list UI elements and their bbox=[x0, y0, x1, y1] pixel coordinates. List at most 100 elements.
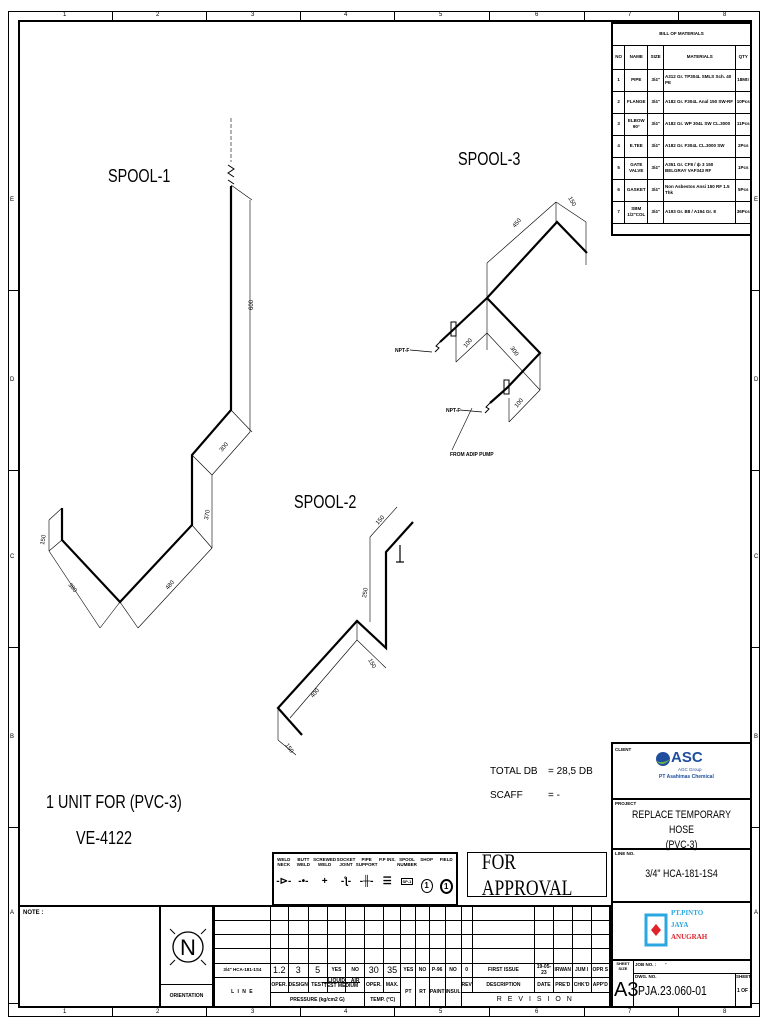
bom-title: BILL OF MATERIALS bbox=[611, 22, 752, 46]
total-db-value: = 28,5 DB bbox=[548, 766, 593, 777]
line-value-cell: 5 bbox=[307, 962, 328, 978]
row-marker: E bbox=[10, 197, 15, 203]
column-marker: 6 bbox=[535, 1009, 539, 1015]
bom-cell: ELBOW 90° bbox=[624, 112, 649, 136]
bom-cell: A182 Gr. WP 304L SW CL.3000 bbox=[663, 112, 737, 136]
bom-cell: A312 Gr. TP304L SMLS Sch. 40 PE bbox=[663, 68, 737, 92]
scaff-value: = - bbox=[548, 790, 560, 801]
dwg-no-value: PJA.23.060-01 bbox=[638, 983, 707, 998]
bom-cell: 18Mtr bbox=[735, 68, 752, 92]
line-no-section: LINE NO. 3/4" HCA-181-1S4 bbox=[613, 848, 750, 903]
bom-cell: A351 Gr. CF8 / ф 3 150 BELGRAY VAF343 RF bbox=[663, 156, 737, 180]
revision-cell: JUM I bbox=[571, 962, 592, 978]
spool-2-dim: 150 bbox=[366, 658, 377, 670]
spool-1-dim: 300 bbox=[219, 441, 230, 453]
line-value-cell: 35 bbox=[382, 962, 402, 978]
spool-3-dim: 450 bbox=[512, 217, 523, 229]
line-label-cell: INSUL bbox=[444, 976, 462, 1008]
bom-cell: A182 Gr. F304L CL.3000 SW bbox=[663, 134, 737, 158]
job-no-label: JOB NO. : bbox=[635, 962, 657, 967]
line-label-cell: PAINT bbox=[428, 976, 446, 1008]
weld-symbol-icon: -╫- bbox=[359, 876, 374, 887]
bom-cell: 3/4" bbox=[647, 68, 665, 92]
revision-header: PRE'D bbox=[552, 976, 573, 994]
spool-1-dim: 480 bbox=[165, 579, 176, 591]
orientation-label: ORIENTATION bbox=[161, 984, 212, 1006]
bom-cell: PIPE bbox=[624, 68, 649, 92]
job-no-value: - bbox=[665, 961, 667, 967]
asc-logo-icon bbox=[656, 752, 670, 766]
line-label-cell: MAX. bbox=[382, 976, 402, 994]
pressure-label: PRESSURE (kg/cm2 G) bbox=[269, 992, 365, 1008]
row-marker: D bbox=[10, 377, 15, 383]
spool-3-label: SPOOL-3 bbox=[458, 149, 521, 169]
bom-cell: 3/4" bbox=[647, 156, 665, 180]
project-label: PROJECT bbox=[615, 801, 637, 806]
line-label-cell: DESIGN bbox=[287, 976, 309, 994]
bom-header: MATERIALS bbox=[663, 44, 737, 70]
line-value-cell: YES bbox=[400, 962, 417, 978]
contractor-name-3: ANUGRAH bbox=[671, 933, 708, 941]
row-marker: D bbox=[754, 377, 759, 383]
spool-1-pipe bbox=[60, 186, 233, 604]
revision-header: REV bbox=[460, 976, 473, 994]
client-logo-text: ASC bbox=[671, 749, 703, 766]
from-pump-note: FROM ADIP PUMP bbox=[450, 452, 494, 458]
pinto-logo-icon bbox=[644, 913, 668, 947]
spool-2-dim: 150 bbox=[375, 514, 387, 526]
bom-cell: 5 bbox=[611, 156, 626, 180]
note-label: NOTE : bbox=[23, 910, 44, 916]
total-db-label: TOTAL DB bbox=[490, 766, 538, 777]
spool-1-dim: 150 bbox=[40, 534, 48, 546]
symbol-label: SCREWED WELD bbox=[313, 857, 337, 867]
spool-2-dim: 400 bbox=[310, 687, 321, 699]
symbol-item: SCREWED WELD+ bbox=[313, 854, 336, 904]
project-section: PROJECT REPLACE TEMPORARY HOSE(PVC-3) bbox=[613, 798, 750, 851]
row-marker: A bbox=[754, 910, 759, 916]
bom-cell: FLANGE bbox=[624, 90, 649, 114]
project-title: REPLACE TEMPORARY HOSE bbox=[632, 809, 731, 836]
north-label: N bbox=[180, 935, 196, 960]
bom-cell: A182 Gr. F304L Anal 150 SW-RF bbox=[663, 90, 737, 114]
revision-header: APP'D bbox=[590, 976, 611, 994]
spool-1-dimensions bbox=[48, 184, 253, 629]
column-marker: 3 bbox=[251, 1009, 255, 1015]
bom-header: NO bbox=[611, 44, 626, 70]
spool-2-dimensions bbox=[277, 506, 398, 756]
column-marker: 8 bbox=[723, 1009, 727, 1015]
bom-cell: Non Asbestos Ansi 150 RF 1.5 Thk bbox=[663, 178, 737, 202]
bom-cell: 5Pcs bbox=[735, 178, 752, 202]
spool-3-branch bbox=[486, 297, 542, 404]
npt-label: NPT-F bbox=[446, 408, 460, 414]
symbol-label: SOCKET JOINT bbox=[336, 857, 356, 867]
sheet-label: SHEET bbox=[736, 974, 752, 979]
revision-cell: FIRST ISSUE bbox=[471, 962, 536, 978]
line-value-cell: NO bbox=[345, 962, 365, 978]
row-marker: C bbox=[754, 554, 759, 560]
bom-cell: 3 bbox=[611, 112, 626, 136]
bom-cell: 36Pcs bbox=[735, 200, 752, 224]
column-marker: 5 bbox=[439, 12, 443, 18]
bom-header: QTY bbox=[735, 44, 752, 70]
bom-header: SIZE bbox=[647, 44, 665, 70]
equipment-tag: VE-4122 bbox=[76, 828, 133, 848]
symbol-label: SHOP bbox=[420, 857, 433, 862]
column-marker: 1 bbox=[63, 1009, 67, 1015]
row-marker: E bbox=[754, 197, 759, 203]
line-value-cell: 30 bbox=[363, 962, 384, 978]
spool-1-break-symbol bbox=[227, 164, 235, 185]
line-label-cell: OPER. bbox=[363, 976, 384, 994]
symbol-item: WELD NECK-⊳- bbox=[274, 854, 294, 904]
test-medium-label: TEST MEDIUM bbox=[322, 982, 360, 989]
bom-cell: A193 Gr. B8 / A194 Gr. 8 bbox=[663, 200, 737, 224]
bom-cell: 6 bbox=[611, 178, 626, 202]
spool-1-dim-vertical: 600 bbox=[249, 299, 255, 310]
client-label: CLIENT bbox=[615, 747, 632, 752]
symbol-item: PIPE SUPPORT-╫- bbox=[356, 854, 378, 904]
